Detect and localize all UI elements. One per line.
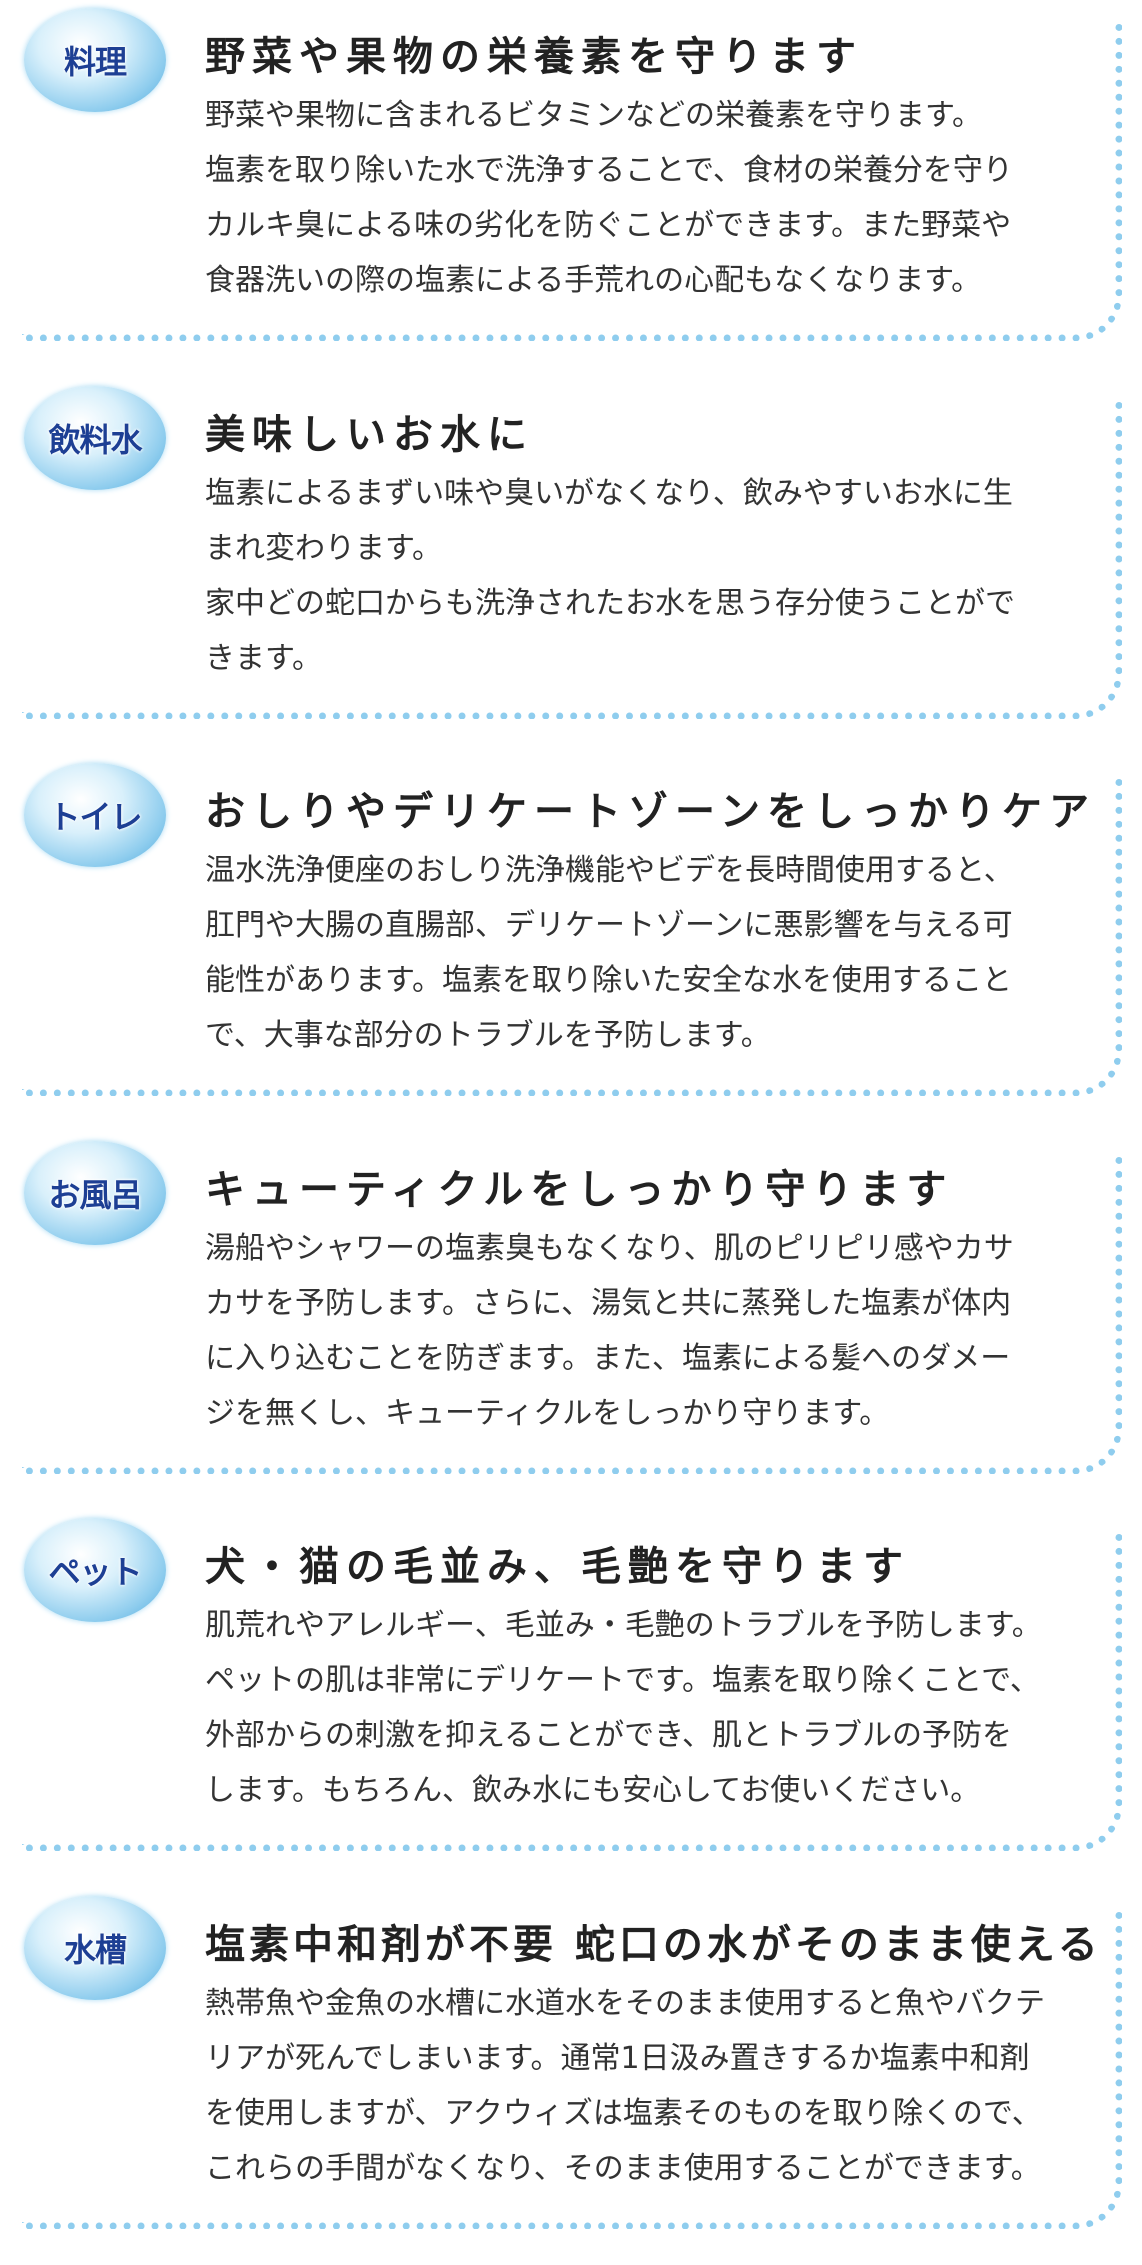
dotted-frame (22, 1909, 1122, 2229)
body-line: 肌荒れやアレルギー、毛並み・毛艶のトラブルを予防します。 (205, 1608, 1042, 1643)
badge-label: お風呂 (48, 1175, 142, 1214)
body-line: 湯船やシャワーの塩素臭もなくなり、肌のピリピリ感やカサ (205, 1230, 1014, 1266)
body-line: カルキ臭による味の劣化を防ぐことができます。また野菜や (205, 208, 1012, 243)
body-line: きます。 (205, 640, 322, 676)
body-line: ジを無くし、キューティクルをしっかり守ります。 (205, 1395, 890, 1431)
body-line: 肛門や大腸の直腸部、デリケートゾーンに悪影響を与える可 (205, 908, 1013, 943)
water-badge-icon: 料理 (24, 8, 166, 112)
body-line: 外部からの刺激を抑えることができ、肌とトラブルの予防を (205, 1718, 1012, 1753)
badge-label: 飲料水 (48, 420, 142, 459)
feature-section: 水槽 塩素中和剤が不要 蛇口の水がそのまま使える 熱帯魚や金魚の水槽に水道水をそ… (0, 1888, 1142, 2265)
section-body: 肌荒れやアレルギー、毛並み・毛艶のトラブルを予防します。ペットの肌は非常にデリケ… (205, 1598, 1042, 1818)
section-body: 熱帯魚や金魚の水槽に水道水をそのまま使用すると魚やバクテリアが死んでしまいます。… (205, 1976, 1045, 2196)
water-badge-icon: 水槽 (24, 1895, 166, 2000)
section-title: おしりやデリケートゾーンをしっかりケア (205, 789, 1096, 835)
section-title: 美味しいお水に (205, 411, 534, 458)
body-line: に入り込むことを防ぎます。また、塩素による髪へのダメー (205, 1340, 1011, 1376)
dotted-frame (22, 777, 1122, 1096)
dotted-frame (22, 1154, 1122, 1474)
section-body: 温水洗浄便座のおしり洗浄機能やビデを長時間使用すると、肛門や大腸の直腸部、デリケ… (205, 843, 1014, 1063)
body-line: 野菜や果物に含まれるビタミンなどの栄養素を守ります。 (205, 98, 982, 133)
body-line: 食器洗いの際の塩素による手荒れの心配もなくなります。 (205, 263, 982, 298)
dotted-frame (22, 22, 1122, 341)
water-badge-icon: トイレ (24, 763, 166, 867)
body-line: ペットの肌は非常にデリケートです。塩素を取り除くことで、 (205, 1663, 1040, 1698)
feature-section: 料理 野菜や果物の栄養素を守ります 野菜や果物に含まれるビタミンなどの栄養素を守… (0, 0, 1142, 378)
feature-section: ペット 犬・猫の毛並み、毛艶を守ります 肌荒れやアレルギー、毛並み・毛艶のトラブ… (0, 1510, 1142, 1888)
body-line: これらの手間がなくなり、そのまま使用することができます。 (205, 2150, 1041, 2186)
badge-label: ペット (48, 1553, 142, 1591)
body-line: 熱帯魚や金魚の水槽に水道水をそのまま使用すると魚やバクテ (205, 1985, 1045, 2021)
badge-label: 水槽 (63, 1930, 127, 1969)
body-line: リアが死んでしまいます。通常1日汲み置きするか塩素中和剤 (205, 2040, 1030, 2076)
body-line: 塩素を取り除いた水で洗浄することで、食材の栄養分を守り (205, 153, 1013, 188)
body-line: 塩素によるまずい味や臭いがなくなり、飲みやすいお水に生 (205, 475, 1013, 511)
section-body: 野菜や果物に含まれるビタミンなどの栄養素を守ります。塩素を取り除いた水で洗浄する… (205, 88, 1013, 308)
feature-section: お風呂 キューティクルをしっかり守ります 湯船やシャワーの塩素臭もなくなり、肌の… (0, 1133, 1142, 1511)
body-line: 能性があります。塩素を取り除いた安全な水を使用すること (205, 963, 1012, 998)
body-line: まれ変わります。 (205, 530, 442, 566)
section-title: 野菜や果物の栄養素を守ります (205, 34, 863, 80)
body-line: を使用しますが、アクウィズは塩素そのものを取り除くので、 (205, 2095, 1042, 2131)
section-body: 塩素によるまずい味や臭いがなくなり、飲みやすいお水に生まれ変わります。家中どの蛇… (205, 466, 1015, 686)
dotted-frame (22, 1532, 1122, 1851)
badge-label: トイレ (48, 798, 142, 836)
feature-section: 飲料水 美味しいお水に 塩素によるまずい味や臭いがなくなり、飲みやすいお水に生ま… (0, 378, 1142, 756)
body-line: カサを予防します。さらに、湯気と共に蒸発した塩素が体内 (205, 1285, 1012, 1321)
body-line: で、大事な部分のトラブルを予防します。 (205, 1018, 771, 1053)
feature-section: トイレ おしりやデリケートゾーンをしっかりケア 温水洗浄便座のおしり洗浄機能やビ… (0, 755, 1142, 1133)
body-line: します。もちろん、飲み水にも安心してお使いください。 (205, 1773, 981, 1808)
badge-label: 料理 (63, 43, 127, 81)
water-badge-icon: お風呂 (24, 1140, 166, 1245)
body-line: 温水洗浄便座のおしり洗浄機能やビデを長時間使用すると、 (205, 853, 1014, 888)
water-badge-icon: 飲料水 (24, 385, 166, 490)
section-title: 犬・猫の毛並み、毛艶を守ります (205, 1544, 910, 1590)
dotted-frame (22, 399, 1122, 719)
section-title: 塩素中和剤が不要 蛇口の水がそのまま使える (205, 1921, 1102, 1968)
water-badge-icon: ペット (24, 1518, 166, 1622)
section-title: キューティクルをしっかり守ります (205, 1166, 954, 1213)
section-body: 湯船やシャワーの塩素臭もなくなり、肌のピリピリ感やカサカサを予防します。さらに、… (205, 1221, 1014, 1441)
body-line: 家中どの蛇口からも洗浄されたお水を思う存分使うことがで (205, 585, 1015, 621)
